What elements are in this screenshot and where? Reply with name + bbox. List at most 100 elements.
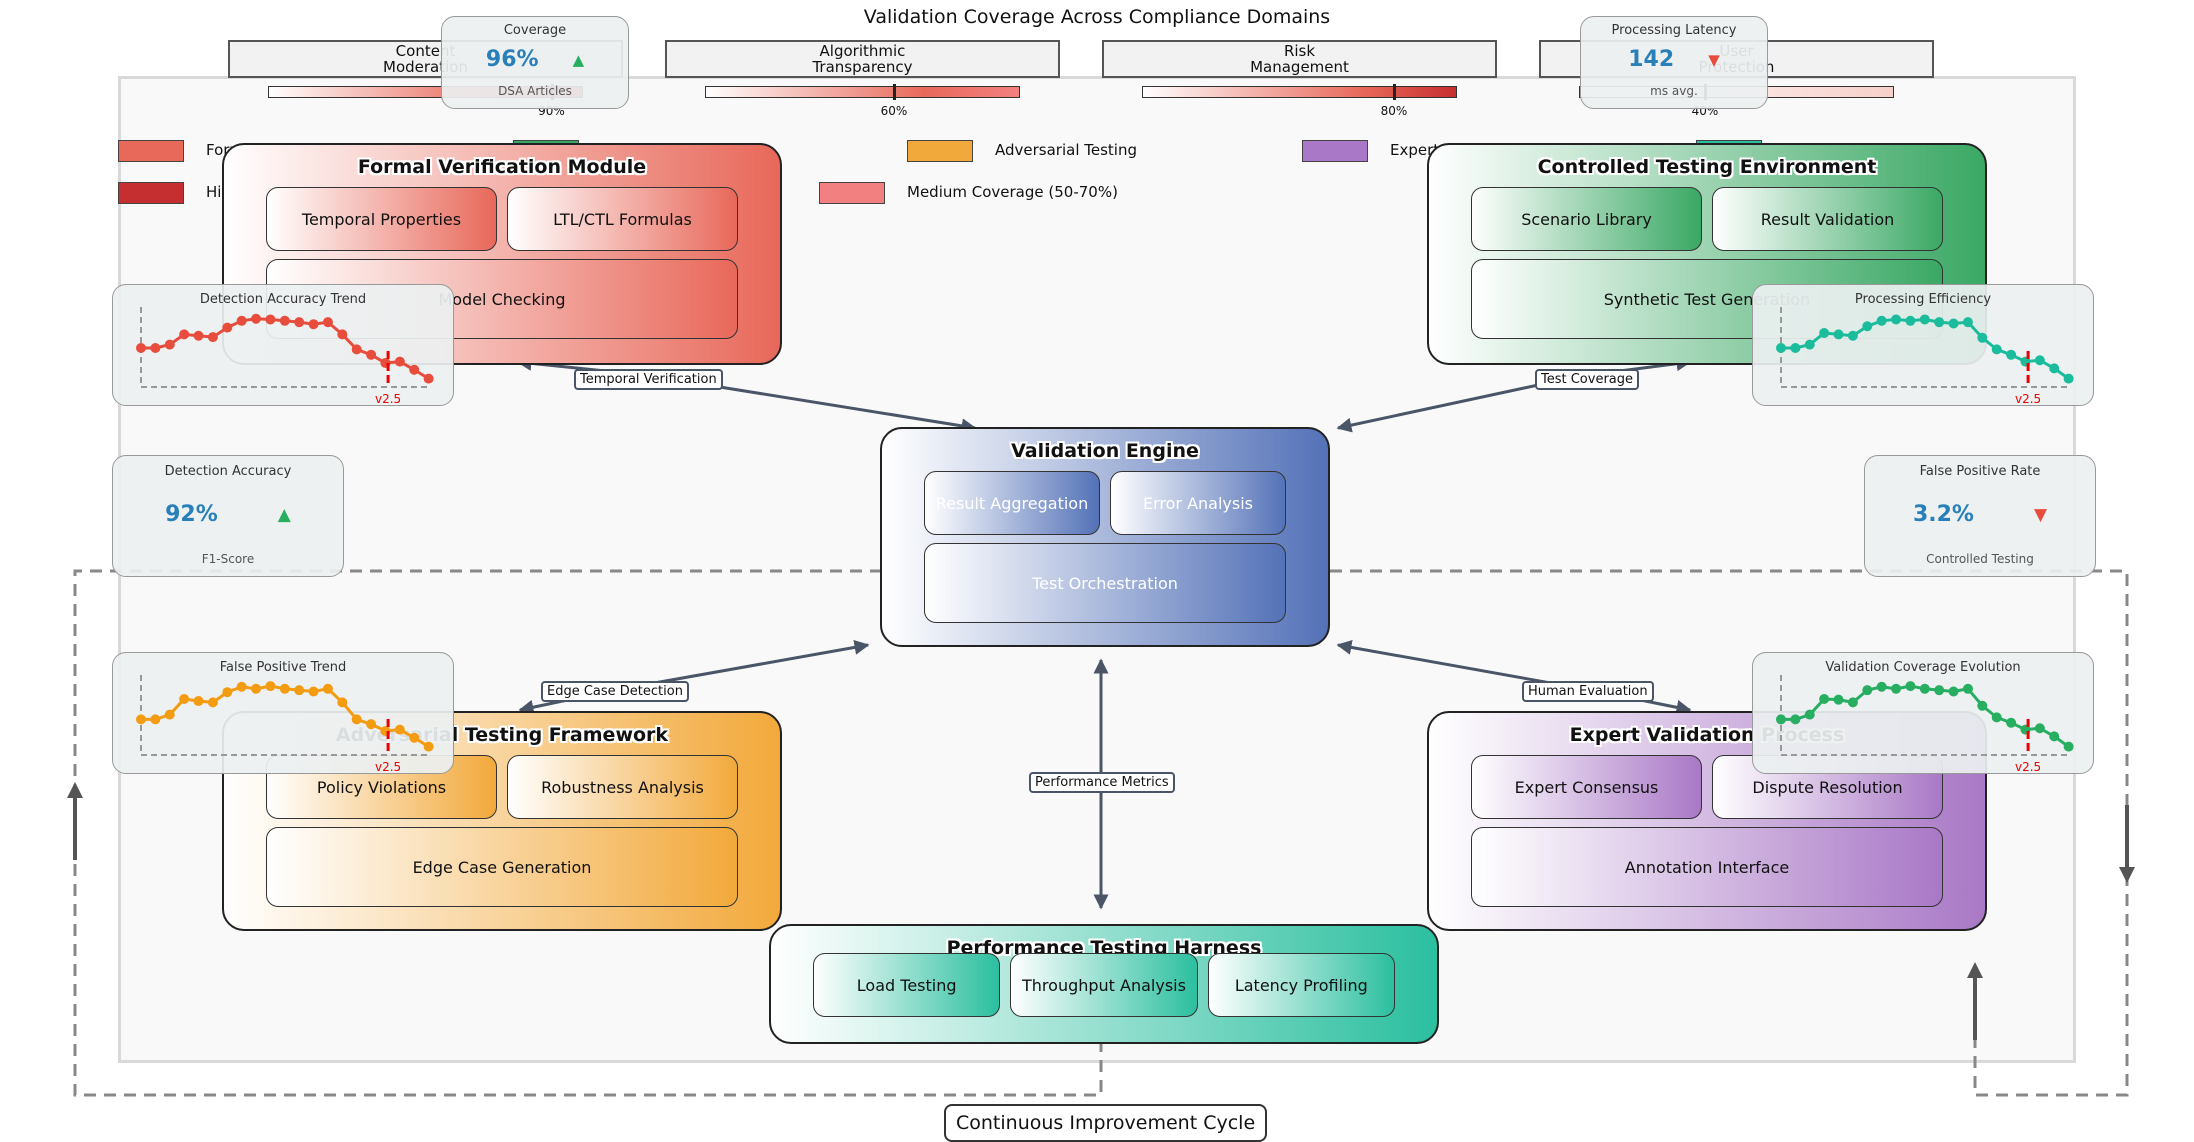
module-item[interactable]: Temporal Properties [266, 187, 497, 251]
trend-point [236, 315, 247, 326]
edge-label-test-coverage: Test Coverage [1535, 369, 1640, 390]
kpi-subtitle: DSA Articles [498, 84, 572, 98]
trend-point [1934, 317, 1945, 328]
trend-point [394, 356, 405, 367]
module-item[interactable]: Annotation Interface [1471, 827, 1943, 907]
module-item[interactable]: Edge Case Generation [266, 827, 738, 907]
trend-point [1862, 321, 1873, 332]
trend-point [1919, 683, 1930, 694]
trend-point [1804, 709, 1815, 720]
trend-point [308, 319, 319, 330]
module-title: Controlled Testing Environment [1537, 156, 1877, 178]
domain-coverage-label-3: 80% [1380, 104, 1408, 118]
kpi-subtitle: ms avg. [1650, 84, 1698, 98]
trend-point [2034, 723, 2045, 734]
trend-point [1962, 683, 1973, 694]
trend-point [193, 696, 204, 707]
trend-point [136, 343, 146, 353]
trend-point [179, 694, 190, 704]
trend-point [1819, 328, 1830, 339]
module-item[interactable]: Robustness Analysis [507, 755, 738, 819]
trend-point [1948, 686, 1959, 697]
legend-label-method: Adversarial Testing [995, 141, 1137, 159]
legend-label-coverage: Medium Coverage (50-70%) [907, 183, 1118, 201]
trend-card-title: Processing Efficiency [1854, 292, 1992, 307]
trend-point [207, 697, 218, 708]
module-title: Validation Engine [1011, 440, 1199, 462]
trend-point [222, 322, 233, 333]
kpi-value: 92% [165, 502, 218, 527]
trend-down-icon: ▼ [1708, 50, 1720, 69]
trend-point [1790, 714, 1801, 725]
module-item[interactable]: Error Analysis [1110, 471, 1286, 535]
trend-point [2006, 717, 2017, 728]
module-item[interactable]: Load Testing [813, 953, 1001, 1017]
module-item[interactable]: Expert Consensus [1471, 755, 1702, 819]
trend-point [1948, 318, 1959, 329]
module-item[interactable]: Test Orchestration [924, 543, 1286, 623]
module-item[interactable]: Result Validation [1712, 187, 1943, 251]
trend-point [1991, 712, 2002, 723]
trend-up-icon: ▲ [572, 50, 585, 69]
module-item[interactable]: Result Aggregation [924, 471, 1100, 535]
module-item[interactable]: LTL/CTL Formulas [507, 187, 738, 251]
trend-point [409, 364, 420, 375]
edge-label-human-eval: Human Evaluation [1522, 681, 1654, 702]
trend-point [2049, 731, 2060, 742]
trend-up-icon: ▲ [277, 504, 291, 525]
trend-axis [1780, 675, 2071, 756]
trend-point [1876, 681, 1887, 692]
trend-version-label: v2.5 [375, 760, 401, 774]
trend-chart: v2.5 [1776, 675, 2074, 774]
module-item[interactable]: Latency Profiling [1207, 953, 1395, 1017]
trend-point [1919, 314, 1930, 325]
trend-point [1934, 685, 1945, 696]
kpi-value-row: 96%▲ [442, 47, 628, 72]
trend-point [337, 697, 348, 708]
trend-point [2049, 363, 2060, 374]
trend-point [265, 681, 276, 692]
kpi-subtitle: F1-Score [201, 552, 255, 566]
trend-point [322, 683, 333, 694]
domain-box-2: Algorithmic Transparency [665, 40, 1060, 78]
module-item[interactable]: Throughput Analysis [1010, 953, 1198, 1017]
legend-swatch-coverage [819, 182, 885, 204]
trend-point [1977, 332, 1988, 343]
trend-point [423, 373, 434, 384]
trend-point [351, 344, 362, 355]
trend-point [2006, 349, 2017, 360]
trend-point [366, 719, 377, 730]
trend-point [251, 683, 262, 694]
diagram-title: Validation Coverage Across Compliance Do… [863, 6, 1331, 28]
trend-point [1905, 315, 1916, 326]
trend-chart: v2.5 [136, 675, 434, 774]
trend-point [1833, 694, 1844, 705]
edge-label-temporal: Temporal Verification [574, 369, 723, 390]
cycle-label: Continuous Improvement Cycle [944, 1104, 1268, 1142]
legend-swatch-coverage [118, 182, 184, 204]
domain-coverage-marker-3 [1393, 84, 1396, 100]
trend-point [279, 683, 290, 694]
kpi-title: False Positive Rate [1919, 464, 2041, 479]
trend-point [423, 741, 434, 752]
trend-card-title: False Positive Trend [219, 660, 347, 675]
trend-point [1847, 330, 1858, 341]
kpi-value-row: 92% ▲ [113, 502, 343, 527]
module-item[interactable]: Scenario Library [1471, 187, 1702, 251]
trend-axis [1780, 307, 2071, 388]
kpi-title: Coverage [503, 23, 567, 38]
trend-point [322, 317, 333, 328]
trend-point [2034, 355, 2045, 366]
trend-card-fp: False Positive Trend v2.5 [112, 652, 454, 774]
trend-point [1977, 700, 1988, 711]
trend-point [1891, 683, 1902, 694]
trend-point [1891, 314, 1902, 325]
trend-point [1962, 317, 1973, 328]
trend-point [265, 314, 276, 325]
trend-point [294, 685, 305, 696]
trend-point [164, 709, 175, 720]
